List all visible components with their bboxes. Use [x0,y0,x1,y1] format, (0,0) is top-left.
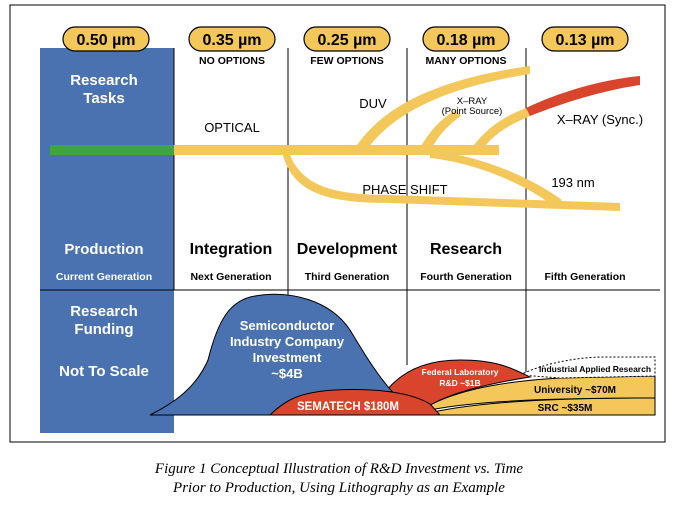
university-area [419,375,656,413]
node-label: 0.50 µm [76,32,135,49]
xray-sync-branch [470,108,530,150]
research-tasks-label-2: Tasks [83,90,124,107]
xray-point-branch [420,110,461,148]
node-0.50: 0.50 µm [62,26,150,52]
xray-sync-red-branch [526,76,640,116]
stage-integration: Integration [190,241,273,258]
node-label: 0.13 µm [555,32,614,49]
semiconductor-area [149,293,411,416]
node-pill [422,26,510,52]
sematech-area [268,389,442,416]
node-0.25: 0.25 µm [303,26,391,52]
node-pill [541,26,629,52]
stage-research: Research [430,241,502,258]
options-label: NO OPTIONS [199,55,265,67]
university-label: University ~$70M [534,385,616,396]
not-to-scale-label: Not To Scale [59,363,149,380]
semiconductor-line-1: Semiconductor [240,318,335,333]
semiconductor-label: Semiconductor Industry Company Investmen… [230,318,345,381]
research-funding-label-1: Research [70,303,138,320]
industrial-area [518,356,656,379]
optical-trunk [174,145,499,155]
left-panel [40,48,174,433]
optical-label: OPTICAL [204,120,260,135]
options-label: FEW OPTIONS [310,55,384,67]
xray-point-label-2: (Point Source) [442,106,503,117]
options-label: MANY OPTIONS [426,55,507,67]
generation-next: Next Generation [190,271,271,283]
industrial-label: Industrial Applied Research [539,364,651,374]
sematech-label: SEMATECH $180M [297,401,399,413]
nm193-label: 193 nm [551,175,594,190]
optical-trunk-green [50,145,174,155]
semiconductor-line-3: Investment [253,350,322,365]
node-0.18: 0.18 µm [422,26,510,52]
current-generation-label: Current Generation [56,271,152,283]
production-label: Production [64,241,143,258]
figure-frame [9,4,666,443]
federal-label-1: Federal Laboratory [422,367,499,377]
semiconductor-line-2: Industry Company [230,334,345,349]
duv-label: DUV [359,96,387,111]
research-funding-label-2: Funding [74,321,133,338]
federal-label-2: R&D ~$1B [439,378,480,388]
node-0.13: 0.13 µm [541,26,629,52]
generation-fifth: Fifth Generation [544,271,625,283]
nm193-branch [430,150,562,206]
node-pill [62,26,150,52]
semiconductor-line-4: ~$4B [271,366,302,381]
xray-sync-label: X–RAY (Sync.) [557,112,643,127]
node-label: 0.25 µm [317,32,376,49]
node-0.35: 0.35 µm [188,26,276,52]
xray-point-label-1: X–RAY [457,96,488,107]
duv-branch [355,66,530,148]
caption-line-1: Figure 1 Conceptual Illustration of R&D … [154,461,523,477]
caption-line-2: Prior to Production, Using Lithography a… [172,480,505,496]
generation-fourth: Fourth Generation [420,271,512,283]
phase-shift-branch [282,150,620,211]
node-pill [188,26,276,52]
generation-third: Third Generation [305,271,390,283]
research-tasks-label-1: Research [70,72,138,89]
node-pill [303,26,391,52]
node-label: 0.18 µm [436,32,495,49]
stage-development: Development [297,241,398,258]
node-label: 0.35 µm [202,32,261,49]
phase-shift-label: PHASE SHIFT [362,182,447,197]
src-label: SRC ~$35M [538,403,593,414]
